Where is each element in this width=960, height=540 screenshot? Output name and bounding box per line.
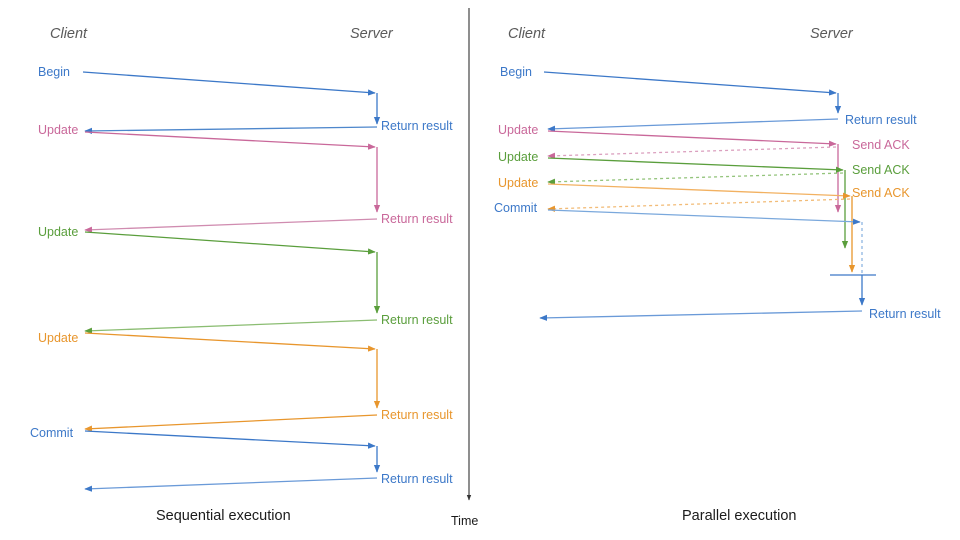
left-client-header: Client: [50, 26, 88, 42]
right-msg-label-4: Update: [498, 176, 538, 190]
left-response-arrow-1: [84, 126, 378, 135]
left-request-arrow-4: [84, 332, 376, 352]
left-reply-label-1: Return result: [381, 119, 453, 133]
right-msg-label-5: Commit: [494, 201, 538, 215]
left-response-arrow-2: [84, 218, 378, 233]
right-response-arrow-5: [539, 310, 863, 321]
right-reply-label-5: Return result: [869, 307, 941, 321]
left-request-arrow-1: [82, 71, 376, 96]
right-step-2-update: Update Send ACK: [498, 123, 910, 213]
right-request-arrow-4: [547, 183, 851, 199]
left-step-2-update: Update Return result: [38, 123, 453, 233]
time-axis-label: Time: [451, 514, 478, 528]
right-reply-label-1: Return result: [845, 113, 917, 127]
panel-parallel: Client Server Begin Return result Update…: [494, 26, 941, 524]
right-msg-label-1: Begin: [500, 65, 532, 79]
right-server-header: Server: [810, 26, 854, 42]
right-client-header: Client: [508, 26, 546, 42]
left-msg-label-3: Update: [38, 225, 78, 239]
left-reply-label-5: Return result: [381, 472, 453, 486]
left-step-3-update: Update Return result: [38, 225, 453, 334]
right-reply-label-3: Send ACK: [852, 163, 910, 177]
right-reply-label-2: Send ACK: [852, 138, 910, 152]
panel-sequential: Client Server Begin Return result Update…: [30, 26, 453, 524]
right-msg-label-3: Update: [498, 150, 538, 164]
left-msg-label-1: Begin: [38, 65, 70, 79]
left-step-1-begin: Begin Return result: [38, 65, 453, 135]
left-response-arrow-3: [84, 319, 378, 334]
left-response-arrow-4: [84, 414, 378, 432]
left-response-arrow-5: [84, 477, 378, 492]
right-ack-arrow-2: [547, 146, 837, 159]
left-server-header: Server: [350, 26, 394, 42]
left-msg-label-2: Update: [38, 123, 78, 137]
left-reply-label-3: Return result: [381, 313, 453, 327]
right-ack-arrow-4: [547, 198, 851, 212]
right-request-arrow-3: [547, 157, 844, 173]
left-request-arrow-2: [84, 131, 376, 150]
left-request-arrow-3: [84, 231, 376, 255]
right-response-arrow-1: [547, 118, 839, 132]
left-msg-label-5: Commit: [30, 426, 74, 440]
right-step-4-update: Update Send ACK: [498, 176, 910, 273]
left-reply-label-4: Return result: [381, 408, 453, 422]
left-step-5-commit: Commit Return result: [30, 426, 453, 492]
right-msg-label-2: Update: [498, 123, 538, 137]
right-panel-caption: Parallel execution: [682, 508, 796, 524]
left-request-arrow-5: [84, 430, 376, 449]
left-reply-label-2: Return result: [381, 212, 453, 226]
left-msg-label-4: Update: [38, 331, 78, 345]
left-panel-caption: Sequential execution: [156, 508, 291, 524]
right-request-arrow-2: [547, 130, 837, 147]
right-request-arrow-1: [543, 71, 837, 96]
right-step-1-begin: Begin Return result: [500, 65, 917, 132]
right-step-5-commit: Commit Return result: [494, 201, 941, 321]
right-ack-arrow-3: [547, 172, 844, 185]
right-reply-label-4: Send ACK: [852, 186, 910, 200]
right-step-3-update: Update Send ACK: [498, 150, 910, 249]
right-request-arrow-5: [547, 209, 861, 225]
left-step-4-update: Update Return result: [38, 331, 453, 432]
